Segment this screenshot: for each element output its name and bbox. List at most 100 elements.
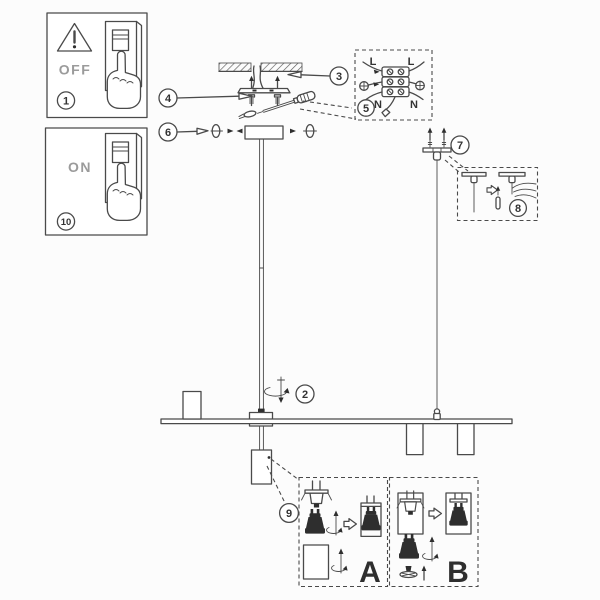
warning-triangle-icon (56, 22, 93, 52)
leader-line (176, 95, 240, 99)
leader-arrow (196, 127, 209, 135)
arrow-right-icon (227, 128, 234, 134)
label-neutral-left: N (374, 99, 382, 111)
step-badge-10: 10 (56, 212, 76, 231)
terminal-block (359, 61, 425, 118)
svg-text:7: 7 (457, 140, 463, 152)
screwdriver-icon (238, 90, 357, 120)
label-live-right: L (408, 56, 415, 68)
wire-ferrule-icon (238, 110, 257, 119)
wire-arrow (373, 82, 380, 87)
spot-holder-top-left (182, 390, 202, 420)
cable-ceiling-mount (422, 127, 452, 161)
open-arrow-icon (428, 507, 443, 520)
wire-live-right (408, 61, 425, 72)
pointing-hand-icon (106, 50, 142, 110)
wire-arrow (373, 69, 380, 74)
svg-text:6: 6 (165, 127, 171, 139)
ceiling-hatch (218, 62, 303, 73)
mains-wires (251, 65, 265, 91)
off-label: OFF (59, 62, 92, 78)
fixing-bolt-left (210, 123, 223, 139)
rotation-arrow-icon (264, 376, 290, 403)
step-badge-9: 9 (278, 502, 300, 524)
step10-on-panel: ON 10 (44, 127, 148, 236)
bracket-screw-up-right (275, 75, 280, 89)
svg-text:9: 9 (286, 508, 292, 520)
step-badge-1: 1 (56, 91, 76, 110)
variant-b-label: B (447, 556, 469, 589)
earth-symbol-right (415, 80, 425, 91)
leader-line (300, 74, 331, 77)
terminal-screws (386, 68, 405, 96)
bracket-screw-up-left (249, 75, 254, 89)
svg-text:2: 2 (302, 389, 308, 401)
arrow-up-icon (421, 565, 427, 581)
step-badge-3: 3 (287, 66, 349, 86)
dashed-leader (448, 155, 469, 172)
step-badge-5: 5 (357, 99, 375, 117)
cable-adjust-inset: 8 (456, 166, 539, 222)
down-rod (259, 138, 264, 410)
leader-arrow (238, 92, 253, 100)
dashed-leader (302, 100, 353, 109)
screw-icon-right (273, 94, 282, 107)
mount-screw-up-right (441, 127, 447, 148)
open-arrow-icon (486, 184, 499, 196)
rotate-icon (326, 510, 344, 536)
switch-rocker (111, 29, 130, 52)
wire-live-left (362, 61, 383, 72)
bulb-base-view-icon (399, 566, 418, 579)
spot-holder-bottom-mid (405, 422, 424, 456)
shade-cylinder (302, 544, 330, 580)
step-badge-2: 2 (295, 384, 315, 404)
label-live-left: L (370, 56, 377, 68)
earth-symbol-left (359, 81, 369, 91)
step-badge-7: 7 (450, 135, 470, 155)
spot-holder-bottom-right (456, 422, 475, 456)
dashed-leader (299, 108, 357, 120)
gu10-bulb-icon (399, 534, 419, 559)
wire-neutral-right (408, 91, 424, 101)
rotate-icon (331, 548, 349, 574)
arrow-right-icon (290, 128, 296, 134)
rotate-icon (422, 536, 440, 562)
hand-pinch-icon (512, 182, 537, 199)
dashed-leader (270, 458, 300, 481)
svg-text:3: 3 (336, 71, 342, 83)
svg-text:4: 4 (165, 93, 172, 105)
step-badge-8: 8 (508, 198, 528, 218)
dashed-leader (444, 159, 460, 173)
bulb-in-bracket (360, 495, 382, 538)
on-label: ON (68, 159, 92, 175)
switch-rocker (111, 141, 130, 164)
svg-text:10: 10 (61, 217, 72, 228)
open-arrow-icon (343, 517, 358, 531)
wire-down (384, 96, 396, 111)
shade-with-bulb (445, 492, 472, 535)
gu10-bulb-icon (305, 509, 325, 534)
step-badge-4: 4 (158, 88, 253, 108)
ceiling-canopy (244, 125, 284, 140)
svg-text:1: 1 (63, 96, 69, 108)
fixture-bar (160, 418, 513, 425)
label-neutral-right: N (410, 99, 418, 111)
leader-arrow (287, 70, 302, 79)
bulb-install-inset-b: B (388, 476, 479, 589)
gripper-after (498, 171, 526, 195)
wire-neutral-left (365, 91, 383, 101)
bulb-install-inset-a: A (298, 476, 389, 589)
gu10-socket-icon (300, 480, 333, 509)
leader-line (176, 130, 198, 133)
wire-plug (381, 108, 391, 118)
mount-screw-up-left (427, 127, 433, 148)
center-pendant-holder (250, 425, 273, 485)
cable-gripper (433, 408, 441, 421)
step1-off-panel: OFF 1 (46, 12, 148, 119)
svg-text:5: 5 (363, 103, 369, 115)
cable-piece-up (495, 186, 501, 210)
shade-with-socket (396, 490, 425, 535)
mounting-bracket (237, 87, 291, 94)
